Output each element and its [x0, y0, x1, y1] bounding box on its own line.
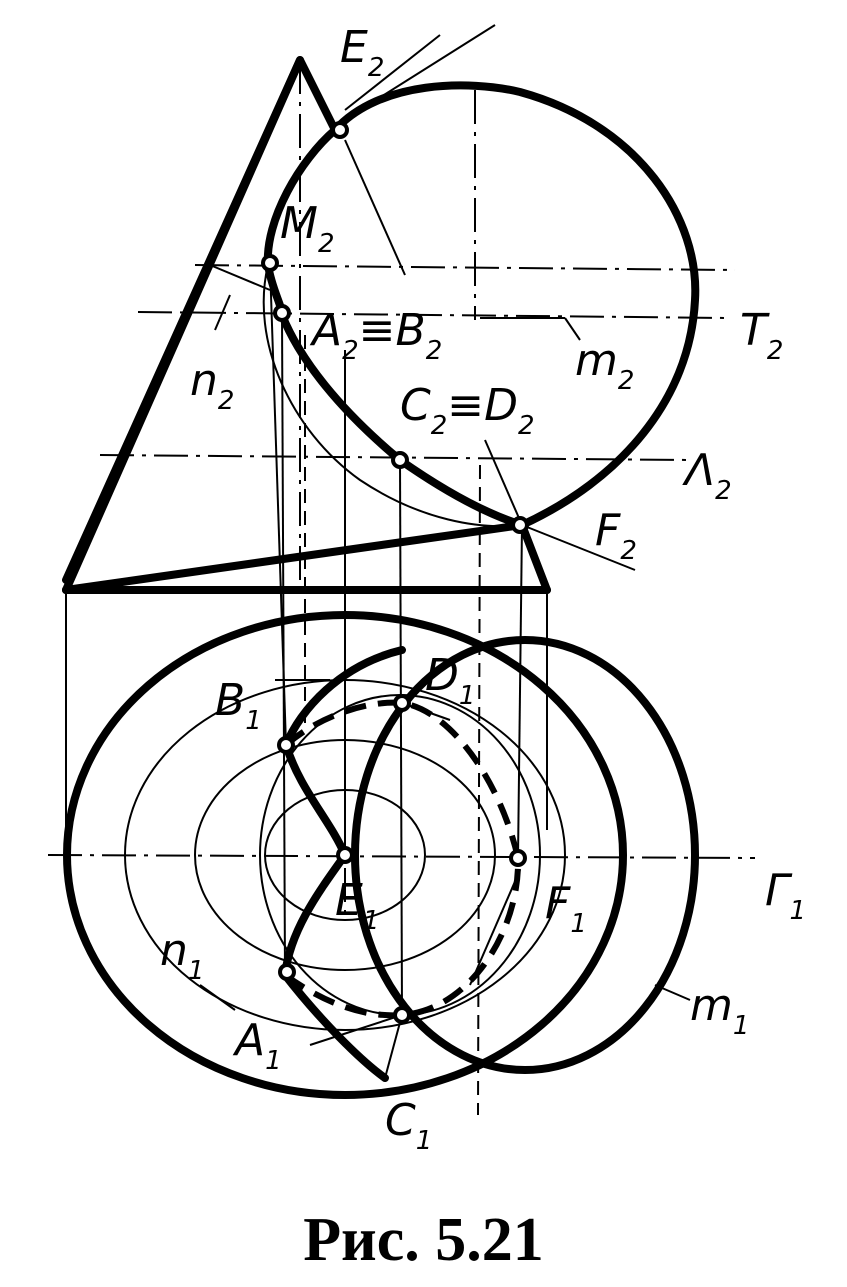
tangent-E2 [359, 24, 496, 111]
cone-left-generator [62, 56, 304, 594]
point-B1 [277, 736, 295, 754]
intersection-curve-front [263, 126, 526, 529]
point-F2 [511, 516, 529, 534]
label-n2: n2 [190, 355, 234, 416]
point-A1 [278, 963, 296, 981]
label-D1: D1 [425, 650, 475, 711]
proj-line-F [517, 524, 523, 859]
tangent-F2 [521, 524, 636, 571]
label-F2: F2 [595, 505, 637, 566]
label-F1: F1 [545, 878, 587, 939]
tangent-E2-2 [344, 34, 441, 111]
label-A2B2: A2≡B2 [309, 305, 442, 366]
point-E2 [331, 121, 349, 139]
point-D1 [393, 694, 411, 712]
point-A2 [273, 304, 291, 322]
leader-n2b [214, 294, 231, 331]
leader-C2 [484, 439, 523, 526]
label-n1: n1 [160, 925, 204, 986]
label-E2: E2 [340, 22, 384, 83]
proj-line-hidden-2 [477, 464, 481, 1116]
label-m1: m1 [690, 980, 749, 1041]
leader-m2b [564, 317, 581, 341]
label-T2: T2 [740, 305, 783, 366]
leader-m2 [344, 139, 406, 276]
point-E1 [336, 846, 354, 864]
axis-G1 [47, 854, 756, 859]
figure-caption: Рис. 5.21 [303, 1206, 544, 1274]
plane-n2-line [194, 264, 736, 271]
proj-line-C [399, 459, 403, 1016]
label-A1: A1 [232, 1015, 282, 1076]
point-C2 [391, 451, 409, 469]
label-G1: Γ1 [765, 865, 806, 926]
leader-F1 [469, 869, 521, 986]
label-C1: C1 [385, 1095, 432, 1156]
plane-T2-line [137, 311, 731, 319]
cone-front-outline [62, 56, 551, 594]
intersection-curve-top-hidden [283, 699, 522, 1019]
leader-A1 [309, 1014, 403, 1046]
leader-m1 [654, 984, 691, 1001]
circle-sphere-section [259, 694, 541, 1016]
leader-n1 [199, 984, 236, 1011]
label-E1: E1 [335, 875, 379, 936]
point-M2 [261, 254, 279, 272]
label-M2: M2 [280, 198, 335, 259]
proj-line-B [269, 264, 287, 746]
point-F1 [509, 849, 527, 867]
sphere-front-hidden-arc [262, 264, 523, 528]
label-L2: Λ2 [682, 445, 732, 506]
leader-C1 [384, 1014, 403, 1079]
label-m2: m2 [575, 335, 634, 396]
circle-inner-1 [194, 739, 496, 971]
label-C2D2: C2≡D2 [400, 380, 535, 441]
label-B1: B1 [215, 675, 262, 736]
sphere-front-visible-arc [331, 81, 700, 529]
projection-drawing: E2 M2 A2≡B2 T2 m2 n2 C2≡D2 Λ2 F2 B1 D1 E… [47, 22, 806, 1156]
sphere-circle-top [351, 636, 699, 1074]
point-C1 [393, 1006, 411, 1024]
leader-n2 [209, 264, 271, 291]
